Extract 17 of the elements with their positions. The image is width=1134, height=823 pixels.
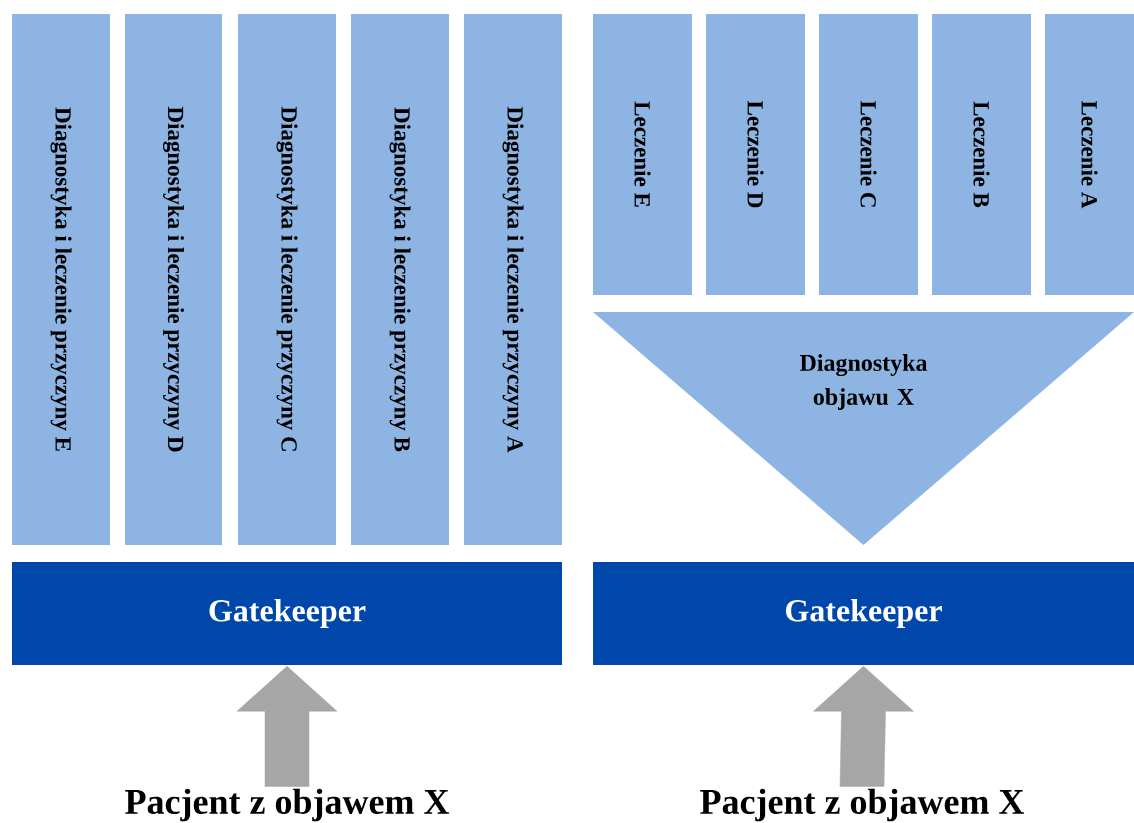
column-box: Diagnostyka i leczenie przyczyny C bbox=[238, 14, 336, 545]
column-box: Diagnostyka i leczenie przyczyny E bbox=[12, 14, 110, 545]
block-arrow bbox=[813, 665, 914, 787]
funnel-triangle: Diagnostyka objawu X bbox=[593, 312, 1134, 545]
column-box: Leczenie D bbox=[706, 14, 805, 295]
gatekeeper-bar: Gatekeeper bbox=[593, 562, 1134, 665]
gatekeeper-bar: Gatekeeper bbox=[12, 562, 562, 665]
column-box: Diagnostyka i leczenie przyczyny B bbox=[351, 14, 449, 545]
column-box: Leczenie B bbox=[932, 14, 1031, 295]
column-box: Leczenie A bbox=[1045, 14, 1134, 295]
column-box: Leczenie E bbox=[593, 14, 692, 295]
column-box: Diagnostyka i leczenie przyczyny D bbox=[125, 14, 222, 545]
block-arrow bbox=[236, 665, 338, 787]
patient-label: Pacjent z objawem X bbox=[125, 788, 450, 822]
column-box: Diagnostyka i leczenie przyczyny A bbox=[464, 14, 562, 545]
patient-label: Pacjent z objawem X bbox=[700, 788, 1025, 822]
column-box: Leczenie C bbox=[819, 14, 918, 295]
